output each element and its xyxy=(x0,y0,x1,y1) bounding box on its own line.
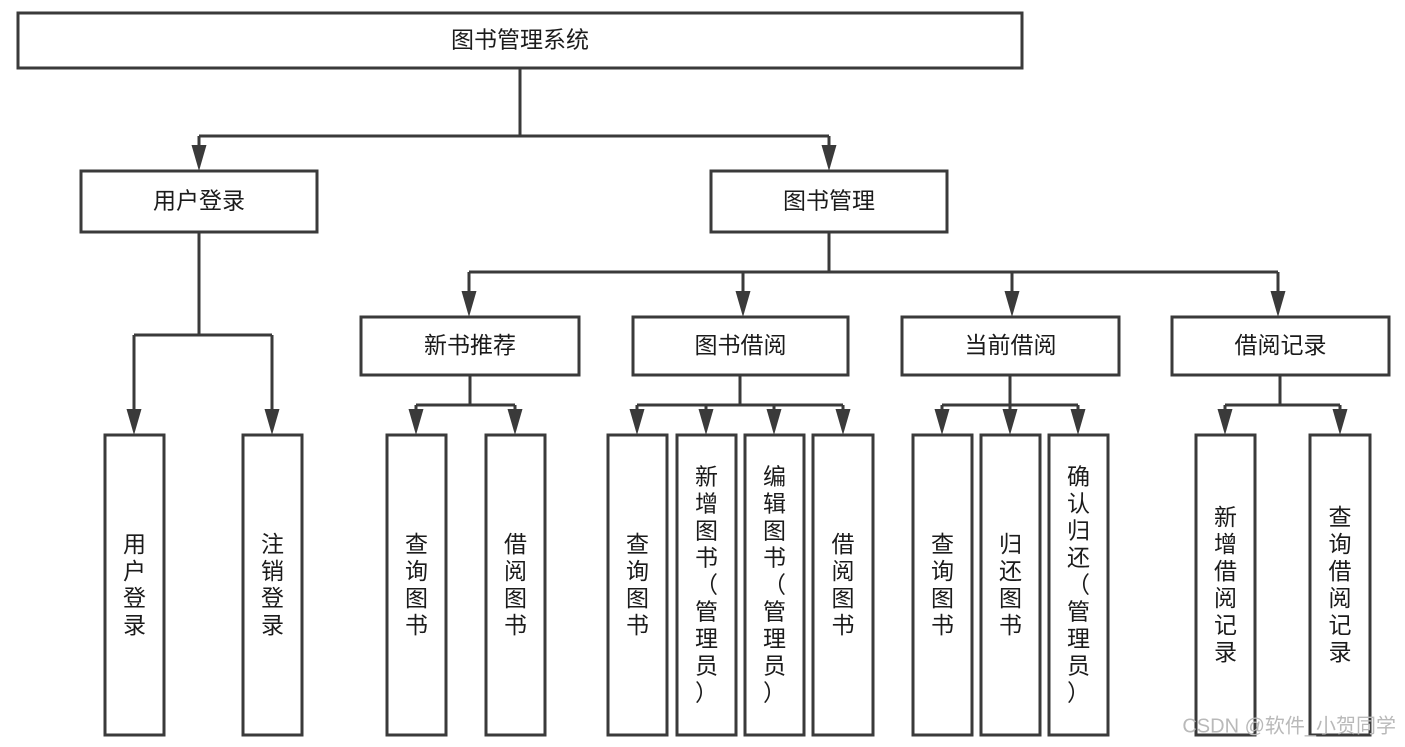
node-label: 注销登录 xyxy=(261,531,284,638)
node-label: 新增借阅记录 xyxy=(1214,504,1237,665)
node-label: 归还图书 xyxy=(999,531,1022,638)
node-label: 新增图书（管理员） xyxy=(695,464,718,706)
node-layer: 图书管理系统用户登录图书管理新书推荐图书借阅当前借阅借阅记录用户登录注销登录查询… xyxy=(16,11,1391,737)
node-box[interactable] xyxy=(709,169,949,234)
connector-arrow-icon xyxy=(461,291,477,317)
node-label: 图书管理 xyxy=(783,188,875,214)
node-label: 借阅图书 xyxy=(832,531,855,638)
watermark-label: CSDN @软件_小贺同学 xyxy=(1182,714,1396,737)
node-label: 借阅记录 xyxy=(1235,332,1327,358)
connector-arrow-icon xyxy=(821,145,837,171)
node-leaf-borrow-edit-book[interactable]: 编辑图书（管理员） xyxy=(743,433,806,737)
node-label: 确认归还（管理员） xyxy=(1067,464,1090,706)
node-label: 图书管理系统 xyxy=(451,27,589,53)
connector-arrow-icon xyxy=(264,409,280,435)
node-label: 查询图书 xyxy=(405,531,428,638)
node-box[interactable] xyxy=(385,433,448,737)
node-box[interactable] xyxy=(79,169,319,234)
node-label: 借阅图书 xyxy=(504,531,527,638)
node-user-login[interactable]: 用户登录 xyxy=(79,169,319,234)
node-root[interactable]: 图书管理系统 xyxy=(16,11,1024,70)
node-leaf-cur-return-book[interactable]: 归还图书 xyxy=(979,433,1042,737)
node-new-book-rec[interactable]: 新书推荐 xyxy=(359,315,581,377)
node-leaf-borrow-query-book[interactable]: 查询图书 xyxy=(606,433,669,737)
connector-arrow-icon xyxy=(934,409,950,435)
connector-arrow-icon xyxy=(1004,291,1020,317)
node-label: 用户登录 xyxy=(123,531,146,638)
node-box[interactable] xyxy=(16,11,1024,70)
node-box[interactable] xyxy=(911,433,974,737)
connector-arrow-icon xyxy=(698,409,714,435)
connector-arrow-icon xyxy=(191,145,207,171)
connector-arrow-icon xyxy=(408,409,424,435)
connector-arrow-icon xyxy=(1270,291,1286,317)
node-label: 图书借阅 xyxy=(695,332,787,358)
node-box[interactable] xyxy=(979,433,1042,737)
node-box[interactable] xyxy=(631,315,850,377)
node-box[interactable] xyxy=(811,433,875,737)
node-leaf-user-login[interactable]: 用户登录 xyxy=(103,433,166,737)
node-box[interactable] xyxy=(241,433,304,737)
node-box[interactable] xyxy=(743,433,806,737)
connector-arrow-icon xyxy=(766,409,782,435)
connector-arrow-icon xyxy=(1070,409,1086,435)
node-leaf-borrow-add-book[interactable]: 新增图书（管理员） xyxy=(675,433,738,737)
node-box[interactable] xyxy=(606,433,669,737)
connector-layer xyxy=(126,68,1348,435)
connector-arrow-icon xyxy=(507,409,523,435)
node-book-borrow[interactable]: 图书借阅 xyxy=(631,315,850,377)
node-leaf-rec-add-record[interactable]: 新增借阅记录 xyxy=(1194,433,1257,737)
node-box[interactable] xyxy=(103,433,166,737)
connector-arrow-icon xyxy=(629,409,645,435)
node-box[interactable] xyxy=(484,433,547,737)
connector-arrow-icon xyxy=(126,409,142,435)
connector-arrow-icon xyxy=(735,291,751,317)
node-label: 查询图书 xyxy=(931,531,954,638)
node-leaf-cur-confirm-return[interactable]: 确认归还（管理员） xyxy=(1047,433,1110,737)
node-label: 编辑图书（管理员） xyxy=(763,464,786,706)
node-book-manage[interactable]: 图书管理 xyxy=(709,169,949,234)
node-label: 查询图书 xyxy=(626,531,649,638)
node-box[interactable] xyxy=(1308,433,1372,737)
node-leaf-cur-query-book[interactable]: 查询图书 xyxy=(911,433,974,737)
connector-arrow-icon xyxy=(1002,409,1018,435)
node-box[interactable] xyxy=(1170,315,1391,377)
connector-arrow-icon xyxy=(835,409,851,435)
node-leaf-borrow-borrow-book[interactable]: 借阅图书 xyxy=(811,433,875,737)
node-leaf-rec-query-book[interactable]: 查询图书 xyxy=(385,433,448,737)
node-box[interactable] xyxy=(900,315,1121,377)
node-current-borrow[interactable]: 当前借阅 xyxy=(900,315,1121,377)
node-box[interactable] xyxy=(1047,433,1110,737)
node-box[interactable] xyxy=(359,315,581,377)
node-borrow-record[interactable]: 借阅记录 xyxy=(1170,315,1391,377)
node-label: 当前借阅 xyxy=(965,332,1057,358)
node-label: 用户登录 xyxy=(153,188,245,214)
node-leaf-rec-query-record[interactable]: 查询借阅记录 xyxy=(1308,433,1372,737)
node-label: 新书推荐 xyxy=(424,332,516,358)
node-label: 查询借阅记录 xyxy=(1329,504,1352,665)
node-box[interactable] xyxy=(1194,433,1257,737)
node-leaf-rec-borrow-book[interactable]: 借阅图书 xyxy=(484,433,547,737)
node-leaf-user-logout[interactable]: 注销登录 xyxy=(241,433,304,737)
connector-arrow-icon xyxy=(1332,409,1348,435)
node-box[interactable] xyxy=(675,433,738,737)
connector-arrow-icon xyxy=(1217,409,1233,435)
